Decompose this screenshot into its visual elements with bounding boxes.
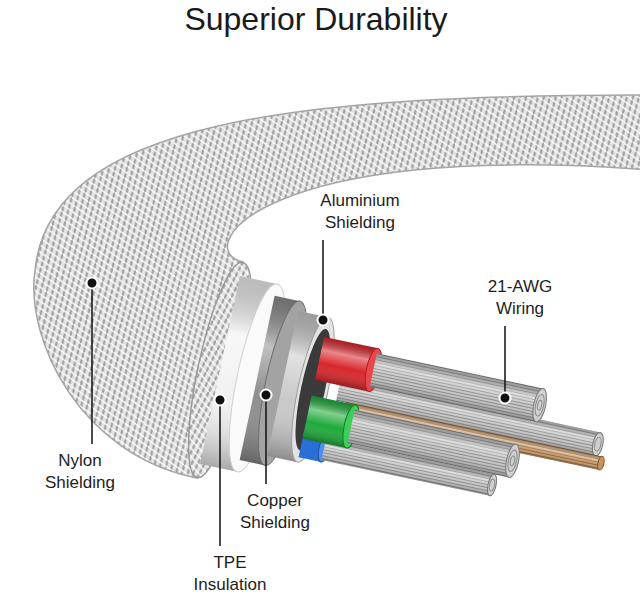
part-label: Aluminium Shielding [305, 190, 415, 234]
leader-dot [500, 393, 511, 404]
leader-line [322, 240, 324, 314]
leader-dot [87, 278, 98, 289]
label-slot: Copper Shielding [225, 490, 325, 534]
part-label: Nylon Shielding [30, 450, 130, 494]
leader-line [91, 289, 93, 444]
wire-end-ring [533, 394, 545, 417]
label-slot: 21-AWG Wiring [470, 276, 570, 320]
braided-cable [34, 95, 640, 478]
wire-end [597, 456, 606, 471]
bare-wire [348, 410, 516, 478]
leader-line [504, 326, 506, 392]
wire-end-ring [506, 449, 518, 472]
part-label: Copper Shielding [225, 490, 325, 534]
title-slot: Superior Durability [0, 0, 636, 38]
wire-end [486, 473, 498, 496]
wire-end-ring [593, 437, 602, 452]
wire-end-ring [488, 479, 495, 492]
leader-line [265, 401, 267, 484]
bare-wire [370, 353, 543, 422]
leader-dot [215, 395, 226, 406]
wire-end-ring [537, 400, 543, 411]
wire-shade [370, 353, 543, 422]
wire-end [530, 387, 549, 423]
wire-end [503, 443, 522, 479]
wire-end [590, 431, 605, 457]
label-slot: Aluminium Shielding [305, 190, 415, 234]
leader-line [219, 406, 221, 546]
leader-dot [318, 315, 329, 326]
page-title: Superior Durability [0, 0, 636, 38]
leader-lines [92, 240, 505, 546]
part-label: 21-AWG Wiring [470, 276, 570, 320]
cable-cross-section [176, 258, 630, 560]
label-slot: TPE Insulation [180, 552, 280, 596]
leader-dot [261, 390, 272, 401]
leader-dots [87, 278, 511, 406]
wire-shade [348, 410, 516, 478]
label-slot: Nylon Shielding [30, 450, 130, 494]
part-label: TPE Insulation [180, 552, 280, 596]
wire-end-ring [510, 455, 516, 466]
